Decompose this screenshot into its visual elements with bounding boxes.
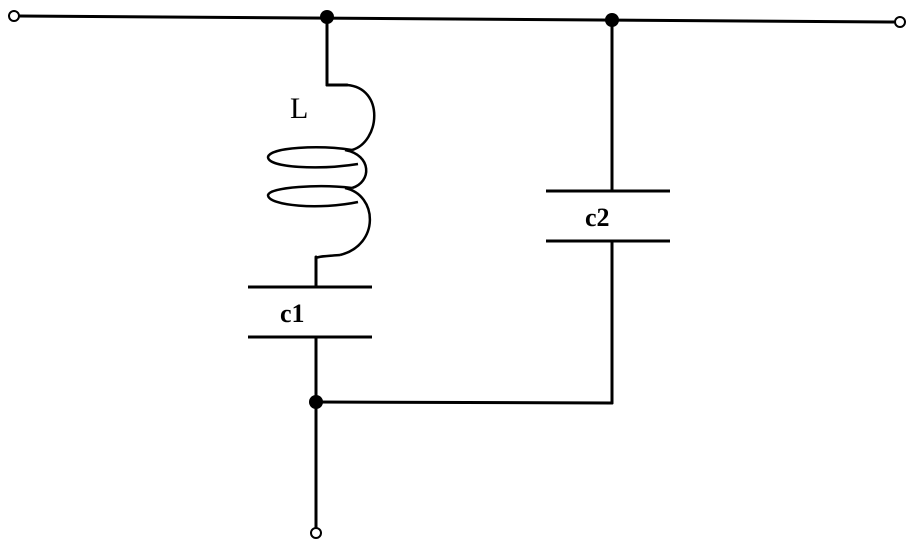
bottom-junction-node	[309, 395, 323, 409]
left-input-terminal	[8, 10, 20, 22]
right-output-terminal	[894, 16, 906, 28]
top-left-junction-node	[320, 10, 334, 24]
inductor-coil	[266, 83, 376, 260]
inductor-label: L	[290, 92, 308, 125]
capacitor-c1-label: c1	[280, 299, 305, 328]
top-right-junction-node	[605, 13, 619, 27]
bottom-terminal	[310, 527, 322, 539]
return-wire	[314, 400, 614, 405]
capacitor-c2-label: c2	[585, 203, 610, 232]
top-rail-wire	[16, 14, 898, 24]
